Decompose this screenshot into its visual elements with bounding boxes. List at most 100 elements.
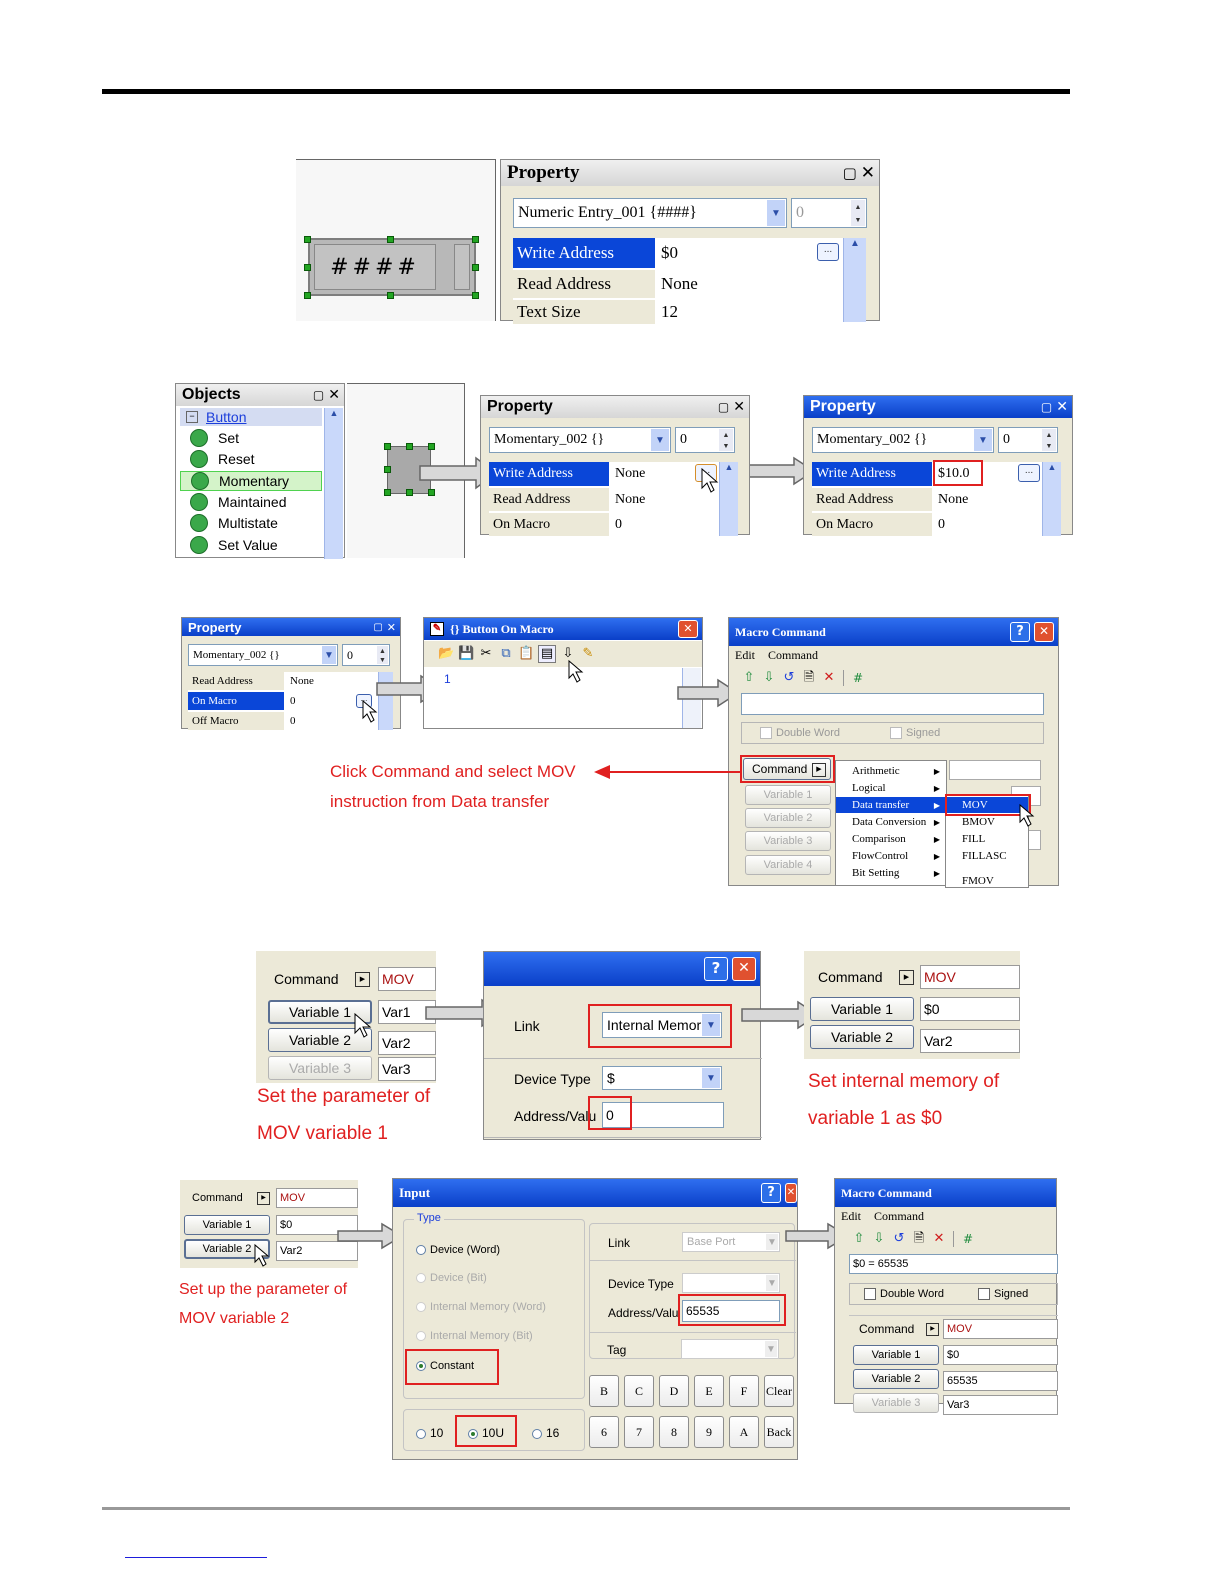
spin-arrows-icon[interactable]: ▲▼: [851, 200, 865, 226]
resize-handle[interactable]: [387, 236, 394, 243]
close-icon[interactable]: ✕: [1056, 399, 1068, 415]
property-row[interactable]: Text Size 12: [513, 300, 843, 324]
menu-command[interactable]: Command: [874, 1209, 924, 1223]
chevron-down-icon[interactable]: ▼: [702, 1068, 720, 1088]
resize-handle[interactable]: [406, 443, 413, 450]
arrow-up-icon[interactable]: ⇧: [853, 1231, 865, 1246]
command-button[interactable]: Command ▶: [264, 967, 374, 991]
data-transfer-item[interactable]: FILLASC: [946, 848, 1028, 864]
keypad-key[interactable]: B: [589, 1375, 619, 1407]
submenu-item[interactable]: FlowControl▶: [836, 848, 946, 864]
property-row[interactable]: On Macro 0: [188, 692, 378, 710]
delete-icon[interactable]: ✕: [823, 670, 835, 685]
property-scrollbar[interactable]: ▲: [719, 462, 738, 536]
variable-3-button[interactable]: Variable 3: [853, 1393, 939, 1413]
data-transfer-item[interactable]: BMOV: [946, 814, 1028, 830]
resize-handle[interactable]: [472, 264, 479, 271]
maximize-icon[interactable]: ▢: [1040, 400, 1053, 414]
submenu-item[interactable]: Arithmetic▶: [836, 763, 946, 779]
resize-handle[interactable]: [304, 292, 311, 299]
variable-2-button[interactable]: Variable 2: [745, 808, 831, 828]
data-transfer-item[interactable]: MOV: [946, 797, 1028, 813]
chevron-down-icon[interactable]: ▼: [767, 200, 785, 226]
macro-command-icon[interactable]: ▤: [538, 645, 556, 663]
layer-spinner[interactable]: 0 ▲▼: [675, 427, 735, 453]
scroll-up-icon[interactable]: ▲: [1047, 462, 1057, 472]
type-option-device-word[interactable]: Device (Word): [416, 1244, 500, 1256]
edit-icon[interactable]: ✎: [582, 646, 594, 661]
property-scrollbar[interactable]: ▲: [843, 238, 866, 322]
document-icon[interactable]: 🗎: [913, 1231, 925, 1246]
type-option-constant[interactable]: Constant: [416, 1360, 474, 1372]
property-row[interactable]: Write Address $10.0: [812, 462, 1042, 486]
object-select[interactable]: Momentary_002 {} ▼: [188, 644, 338, 666]
object-item[interactable]: Multistate: [180, 513, 322, 533]
object-select[interactable]: Momentary_002 {} ▼: [489, 427, 671, 453]
property-row[interactable]: Off Macro 0: [188, 712, 378, 730]
variable-4-button[interactable]: Variable 4: [745, 855, 831, 875]
address-input[interactable]: 0: [602, 1102, 724, 1128]
radio-icon[interactable]: [416, 1245, 426, 1256]
macro-expression-input[interactable]: $0 = 65535: [849, 1254, 1058, 1274]
resize-handle[interactable]: [387, 292, 394, 299]
object-item[interactable]: Set Value: [180, 535, 322, 555]
keypad-key[interactable]: 9: [694, 1416, 724, 1448]
help-icon[interactable]: ?: [1010, 622, 1030, 642]
resize-handle[interactable]: [406, 489, 413, 496]
resize-handle[interactable]: [384, 443, 391, 450]
keypad-key[interactable]: Back: [764, 1416, 794, 1448]
resize-handle[interactable]: [472, 236, 479, 243]
chevron-down-icon[interactable]: ▼: [766, 1275, 778, 1291]
arrow-down-icon[interactable]: ⇩: [763, 670, 775, 685]
spin-arrows-icon[interactable]: ▲▼: [719, 429, 733, 451]
property-row[interactable]: Write Address $0: [513, 238, 843, 268]
arrow-down-icon[interactable]: ⇩: [873, 1231, 885, 1246]
layer-spinner[interactable]: 0 ▲▼: [342, 644, 390, 666]
cut-icon[interactable]: ✂: [480, 646, 492, 661]
maximize-icon[interactable]: ▢: [717, 400, 730, 414]
menu-command[interactable]: Command: [768, 648, 818, 662]
chevron-down-icon[interactable]: ▼: [322, 646, 336, 664]
chevron-down-icon[interactable]: ▼: [765, 1341, 777, 1357]
link-select[interactable]: Internal Memor ▼: [602, 1012, 722, 1038]
type-option-internal-word[interactable]: Internal Memory (Word): [416, 1301, 546, 1313]
radix-16[interactable]: 16: [532, 1426, 559, 1440]
macro-expression-input[interactable]: [741, 693, 1044, 715]
address-input[interactable]: 65535: [682, 1300, 780, 1322]
objects-scrollbar[interactable]: ▲: [324, 408, 343, 559]
radix-10u[interactable]: 10U: [468, 1426, 504, 1440]
keypad-key[interactable]: E: [694, 1375, 724, 1407]
layer-spinner[interactable]: 0 ▲▼: [998, 427, 1058, 453]
scroll-up-icon[interactable]: ▲: [724, 462, 734, 472]
data-transfer-item[interactable]: FILL: [946, 831, 1028, 847]
property-row[interactable]: On Macro 0: [812, 513, 1042, 536]
tree-group-button[interactable]: − Button: [180, 408, 322, 426]
help-icon[interactable]: ?: [761, 1183, 781, 1203]
variable-3-button[interactable]: Variable 3: [268, 1056, 372, 1080]
command-button[interactable]: Command ▶: [184, 1188, 272, 1208]
variable-1-button[interactable]: Variable 1: [853, 1345, 939, 1365]
submenu-item[interactable]: Data transfer▶: [836, 797, 946, 813]
signed-checkbox[interactable]: [890, 727, 902, 739]
radio-icon[interactable]: [416, 1361, 426, 1372]
collapse-icon[interactable]: −: [186, 411, 198, 423]
maximize-icon[interactable]: ▢: [312, 388, 325, 402]
property-row[interactable]: Read Address None: [188, 672, 378, 690]
property-row[interactable]: Read Address None: [489, 488, 719, 511]
keypad-key[interactable]: Clear: [764, 1375, 794, 1407]
keypad-key[interactable]: A: [729, 1416, 759, 1448]
hash-icon[interactable]: #: [852, 671, 864, 685]
arrow-up-icon[interactable]: ⇧: [743, 670, 755, 685]
tag-select[interactable]: ▼: [681, 1339, 779, 1359]
chevron-down-icon[interactable]: ▼: [974, 429, 992, 451]
ellipsis-button[interactable]: ...: [1018, 464, 1040, 482]
signed-checkbox[interactable]: [978, 1288, 990, 1300]
link-select[interactable]: Base Port ▼: [682, 1232, 780, 1252]
close-icon[interactable]: ✕: [733, 399, 745, 415]
resize-handle[interactable]: [428, 443, 435, 450]
object-item[interactable]: Momentary: [180, 470, 322, 491]
menu-edit[interactable]: Edit: [841, 1209, 861, 1223]
radix-10[interactable]: 10: [416, 1426, 443, 1440]
variable-3-button[interactable]: Variable 3: [745, 831, 831, 851]
close-icon[interactable]: ✕: [732, 957, 756, 981]
